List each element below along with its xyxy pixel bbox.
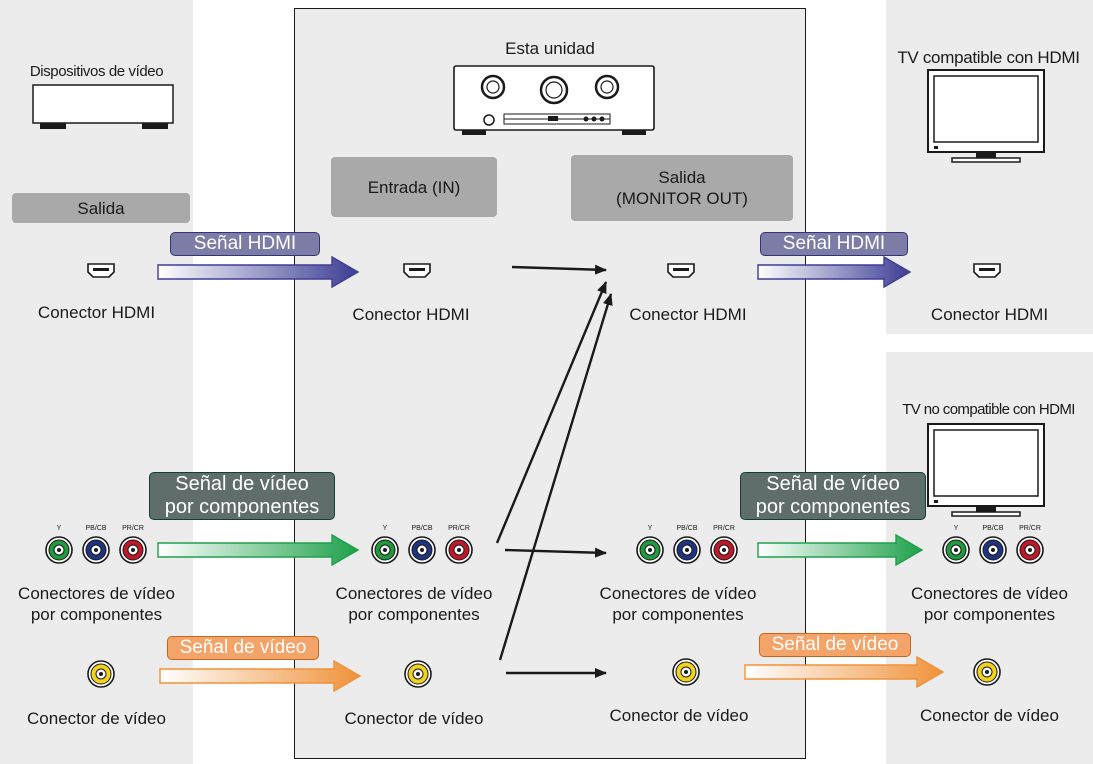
hdmi-signal-badge-left: Señal HDMI [170,232,320,256]
source-component-label: Conectores de vídeo por componentes [0,583,193,625]
video-signal-badge-left: Señal de vídeo [167,636,319,660]
unit-in-video-label: Conector de vídeo [344,709,484,728]
unit-out-component-label: Conectores de vídeo por componentes [583,583,773,625]
unit-output-box: Salida (MONITOR OUT) [571,155,793,221]
tv-component-label: Conectores de vídeo por componentes [886,583,1093,625]
unit-out-component-label-line2: por componentes [612,605,744,624]
tv-hdmi-panel [886,0,1093,334]
source-panel [0,0,193,764]
tv-non-hdmi-title: TV no compatible con HDMI [902,401,1075,418]
source-output-box: Salida [12,193,190,223]
tv-hdmi-connector-label: Conector HDMI [930,305,1049,324]
unit-in-component-label: Conectores de vídeo por componentes [319,583,509,625]
component-signal-badge-right: Señal de vídeo por componentes [740,472,926,520]
unit-title: Esta unidad [505,39,595,58]
tv-video-label: Conector de vídeo [920,706,1059,725]
unit-output-box-line1: Salida [658,168,706,187]
unit-out-video-label: Conector de vídeo [609,706,749,725]
component-signal-badge-right-line1: Señal de vídeo [766,473,900,495]
tv-hdmi-title: TV compatible con HDMI [897,48,1080,67]
unit-input-box: Entrada (IN) [331,157,497,217]
component-signal-badge-right-line2: por componentes [755,496,911,518]
unit-in-component-label-line2: por componentes [348,605,480,624]
tv-component-label-line1: Conectores de vídeo [911,584,1068,603]
unit-out-hdmi-label: Conector HDMI [629,305,747,324]
unit-output-box-line2: (MONITOR OUT) [616,189,748,208]
unit-out-component-label-line1: Conectores de vídeo [599,584,757,603]
component-signal-badge-left: Señal de vídeo por componentes [149,472,335,520]
unit-in-hdmi-label: Conector HDMI [352,305,470,324]
unit-in-component-label-line1: Conectores de vídeo [335,584,493,603]
hdmi-signal-badge-right: Señal HDMI [760,232,908,256]
source-component-label-line1: Conectores de vídeo [18,584,175,603]
video-signal-badge-right: Señal de vídeo [759,633,911,657]
component-signal-badge-left-line1: Señal de vídeo [175,473,309,495]
unit-panel [294,8,806,759]
source-video-label: Conector de vídeo [27,709,166,728]
source-hdmi-label: Conector HDMI [37,303,156,322]
component-signal-badge-left-line2: por componentes [164,496,320,518]
source-device-label: Dispositivos de vídeo [29,63,164,80]
tv-component-label-line2: por componentes [923,605,1056,624]
source-component-label-line2: por componentes [30,605,163,624]
